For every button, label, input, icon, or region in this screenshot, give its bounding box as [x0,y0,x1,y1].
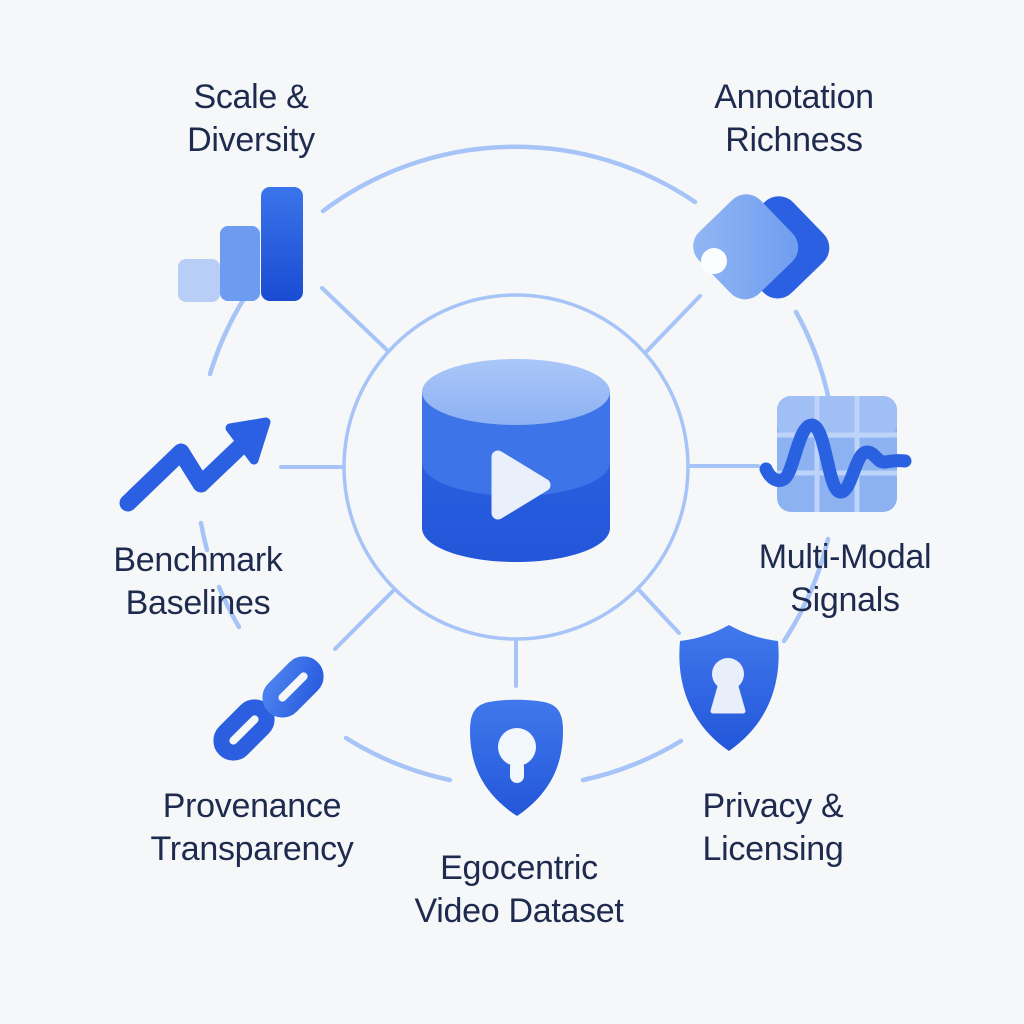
label-benchmark-baselines: Benchmark Baselines [113,539,283,625]
label-privacy-licensing: Privacy & Licensing [703,785,844,871]
spoke-provenance [333,588,396,651]
spoke-privacy [636,587,681,635]
label-provenance-transparency: Provenance Transparency [150,785,353,871]
label-annotation-richness: Annotation Richness [714,76,874,162]
label-egocentric-video-dataset: Egocentric Video Dataset [414,847,623,933]
label-line: Richness [725,121,863,159]
play-icon [491,450,551,520]
arrowhead [225,417,271,465]
connector-lines [198,144,832,783]
trend-up-arrow-icon [119,417,271,512]
tag-hole [701,248,727,274]
tag-front [693,194,799,300]
shield-keyhole-icon [679,625,779,751]
keyhole-circle [498,728,536,766]
waveform-line [759,418,912,499]
spoke-annotation-richness [644,294,702,354]
keyhole-stem [710,680,746,714]
label-line: Annotation [714,78,874,116]
label-line: Video Dataset [414,892,624,930]
label-line: Transparency [150,830,354,868]
keyhole-stem [510,760,524,783]
database-video-icon [422,359,610,562]
label-scale-diversity: Scale & Diversity [187,76,315,162]
label-line: Diversity [187,121,315,159]
tag-icon [693,194,830,300]
bar-chart-icon [178,187,303,302]
label-line: Benchmark [113,541,283,579]
chain-link-icon [213,656,324,761]
grid-waveform-icon [759,396,912,512]
label-line: Scale & [193,78,309,116]
label-line: Multi-Modal [758,538,932,576]
label-line: Egocentric [440,849,598,887]
chain-link-front [262,656,324,718]
label-line: Provenance [162,787,342,825]
label-line: Signals [790,581,900,619]
chain-link-back [213,699,275,761]
outer-ring-arcs [198,144,832,783]
label-line: Privacy & [702,787,844,825]
database-top [422,359,610,425]
spoke-scale-diversity [320,286,390,353]
label-multi-modal-signals: Multi-Modal Signals [758,536,932,622]
label-line: Baselines [125,584,271,622]
badge-keyhole-icon [470,699,563,816]
label-line: Licensing [702,830,844,868]
